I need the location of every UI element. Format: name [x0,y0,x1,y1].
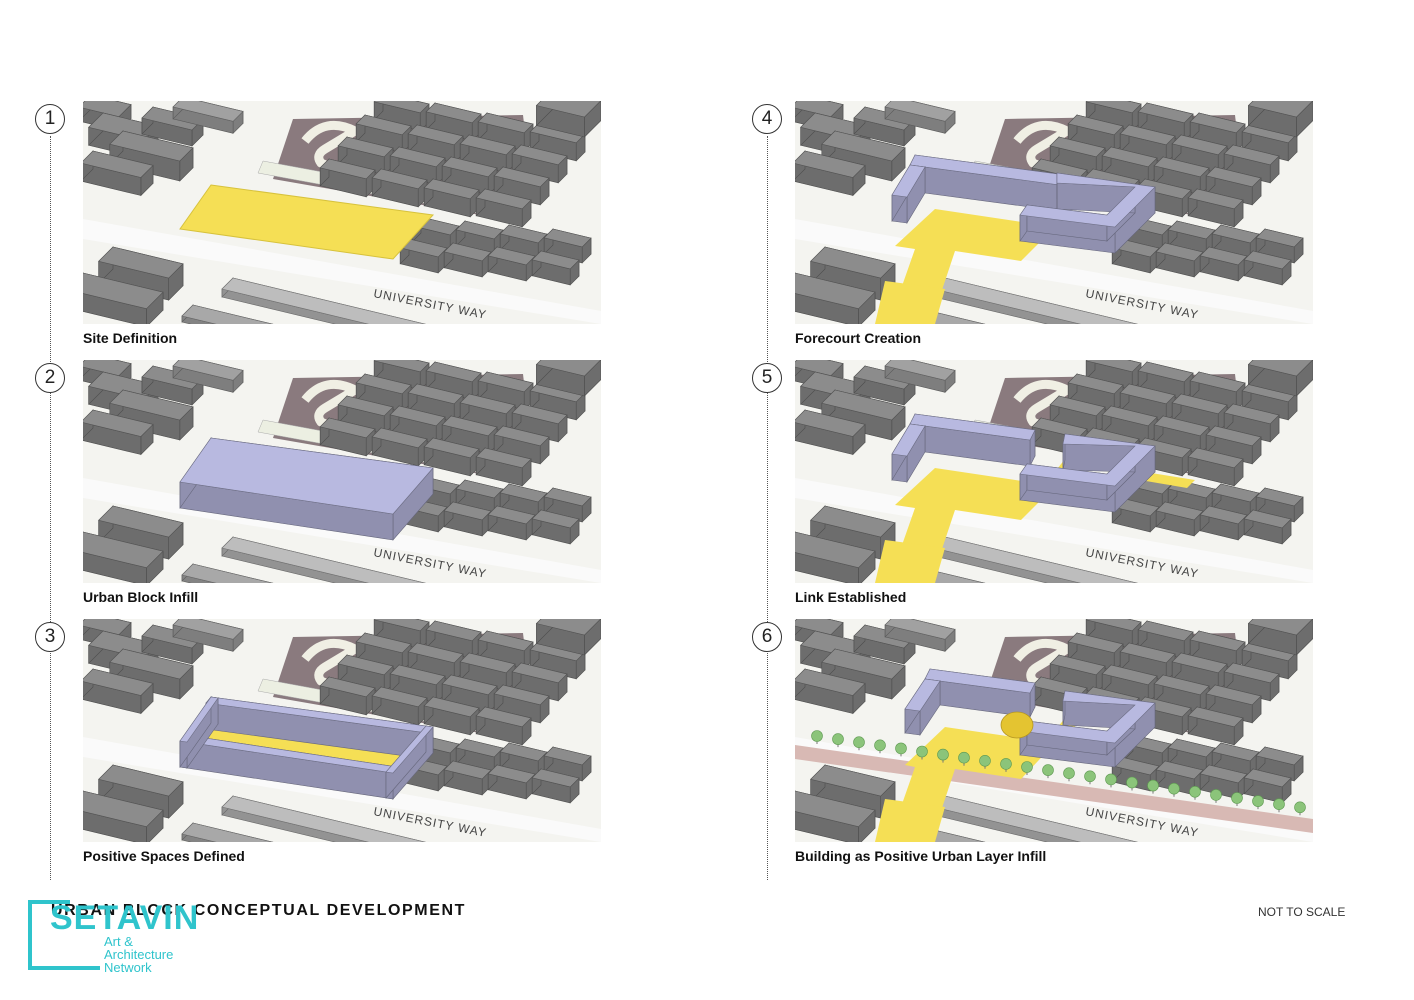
logo-subtitle: Art & Architecture Network [104,935,214,974]
tree [1232,793,1243,804]
logo-frame-bottom [28,966,100,970]
caption-4: Forecourt Creation [795,330,921,346]
diagram-panel-2: UNIVERSITY WAY [83,360,601,583]
tree [1022,762,1033,773]
tree [980,755,991,766]
tree [917,746,928,757]
caption-1: Site Definition [83,330,177,346]
tree [1127,777,1138,788]
diagram-panel-5: UNIVERSITY WAY [795,360,1313,583]
tree [1148,780,1159,791]
tree [1211,789,1222,800]
setavin-logo: SETAVIN Art & Architecture Network [28,897,206,975]
caption-3: Positive Spaces Defined [83,848,245,864]
tree [896,743,907,754]
diagram-panel-6: UNIVERSITY WAY [795,619,1313,842]
tree [875,740,886,751]
step-number-3: 3 [35,622,65,652]
tree [833,734,844,745]
tree [1169,783,1180,794]
tree [1043,765,1054,776]
tree [1106,774,1117,785]
step-number-5: 5 [752,363,782,393]
tree [1190,786,1201,797]
tree [938,749,949,760]
tree [1295,802,1306,813]
caption-6: Building as Positive Urban Layer Infill [795,848,1046,864]
step-number-4: 4 [752,104,782,134]
tree [812,731,823,742]
timeline-right [767,136,768,880]
caption-5: Link Established [795,589,906,605]
diagram-panel-4: UNIVERSITY WAY [795,101,1313,324]
tree [1274,799,1285,810]
tree [959,752,970,763]
diagram-panel-1: UNIVERSITY WAY [83,101,601,324]
step-number-2: 2 [35,363,65,393]
tree [1001,758,1012,769]
step-number-1: 1 [35,104,65,134]
tree [1085,771,1096,782]
tree [854,737,865,748]
logo-line-3: Network [104,961,214,974]
timeline-left [50,136,51,880]
dome-sphere [1001,712,1033,738]
step-number-6: 6 [752,622,782,652]
scale-note: NOT TO SCALE [1258,905,1345,919]
diagram-panel-3: UNIVERSITY WAY [83,619,601,842]
logo-brand: SETAVIN [50,899,199,938]
tree [1253,796,1264,807]
caption-2: Urban Block Infill [83,589,198,605]
tree [1064,768,1075,779]
